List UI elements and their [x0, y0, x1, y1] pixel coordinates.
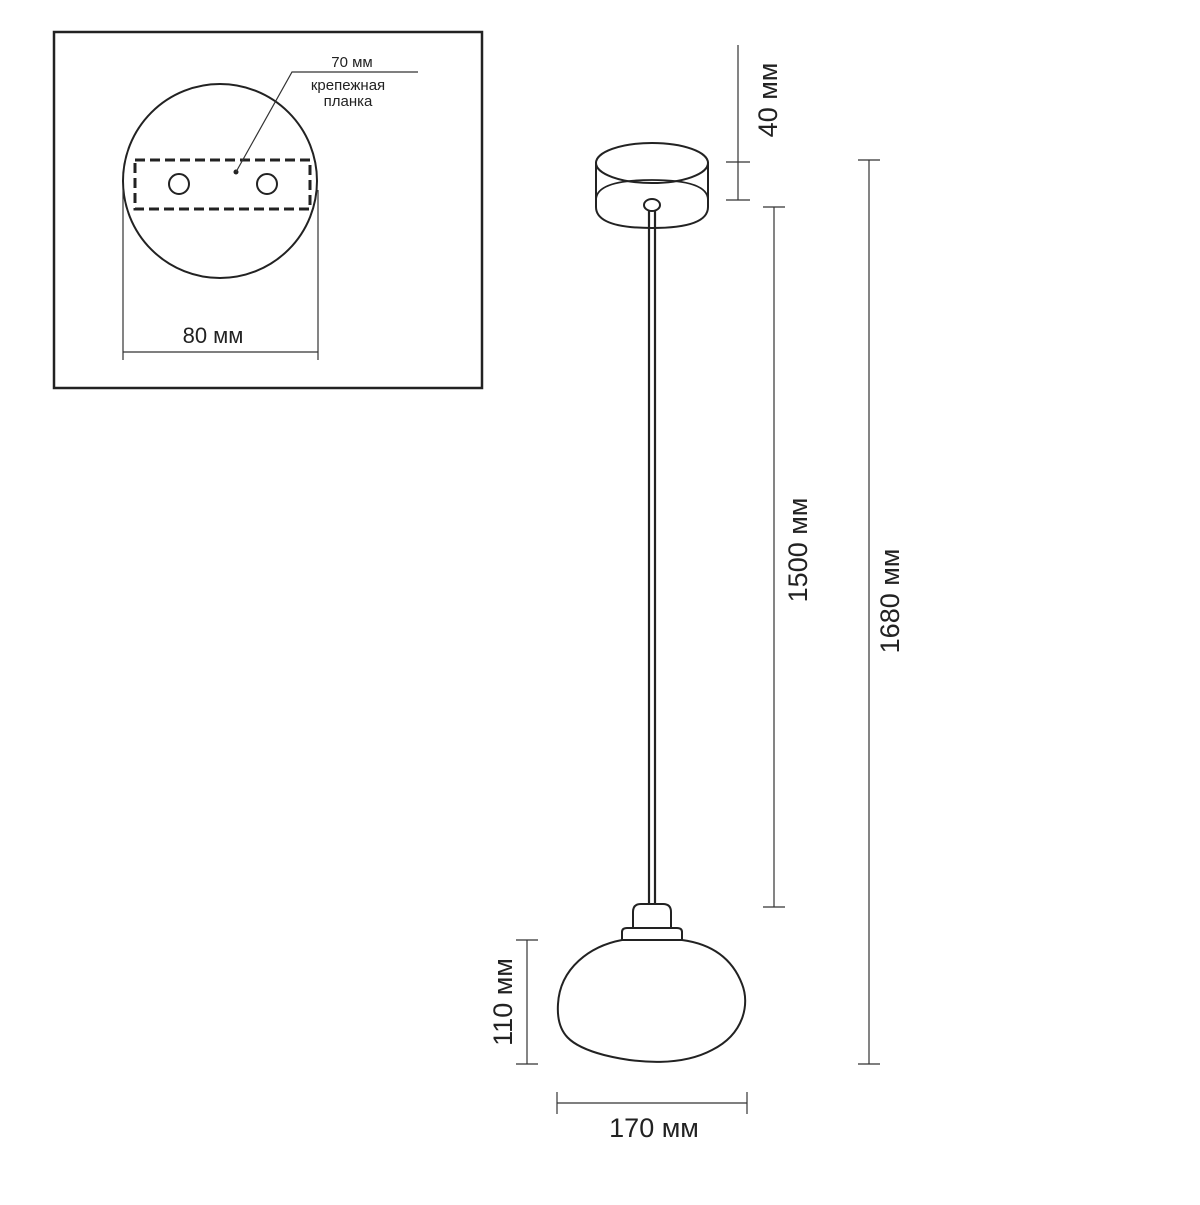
- shade-width-dimension: 170 мм: [556, 1092, 748, 1143]
- plate-label-line2: планка: [324, 93, 373, 110]
- total-height-dimension: 1680 мм: [858, 159, 905, 1065]
- screw-hole-right: [256, 173, 278, 195]
- plate-length-label: 70 мм: [331, 54, 372, 71]
- cable-grip: [643, 198, 661, 212]
- plate-label-line1: крепежная: [311, 77, 385, 94]
- mounting-plate-inset: 70 мм крепежная планка 80 мм: [52, 30, 484, 390]
- shade-height-dimension: 110 мм: [488, 939, 538, 1065]
- shade-height-label: 110 мм: [488, 958, 518, 1046]
- ceiling-canopy: [595, 142, 709, 230]
- shade-width-label: 170 мм: [609, 1113, 699, 1143]
- canopy-top: [595, 142, 709, 184]
- canopy-height-dimension: 40 мм: [726, 45, 783, 201]
- canopy-top-view-circle: [122, 83, 318, 279]
- suspension-cable: [647, 210, 657, 907]
- lamp-socket: [632, 903, 672, 928]
- socket-collar: [621, 927, 683, 940]
- screw-hole-left: [168, 173, 190, 195]
- mounting-plate-dashed: [133, 158, 312, 211]
- shade-glass-body: [556, 939, 747, 1063]
- cable-length-dimension: 1500 мм: [763, 206, 813, 908]
- plate-leader-line: [235, 71, 418, 173]
- inset-width-label: 80 мм: [183, 323, 244, 348]
- canopy-bottom-rim: [595, 179, 709, 201]
- canopy-height-label: 40 мм: [753, 63, 783, 138]
- glass-shade: [556, 903, 747, 1063]
- cable-length-label: 1500 мм: [783, 498, 813, 603]
- total-height-label: 1680 мм: [875, 549, 905, 654]
